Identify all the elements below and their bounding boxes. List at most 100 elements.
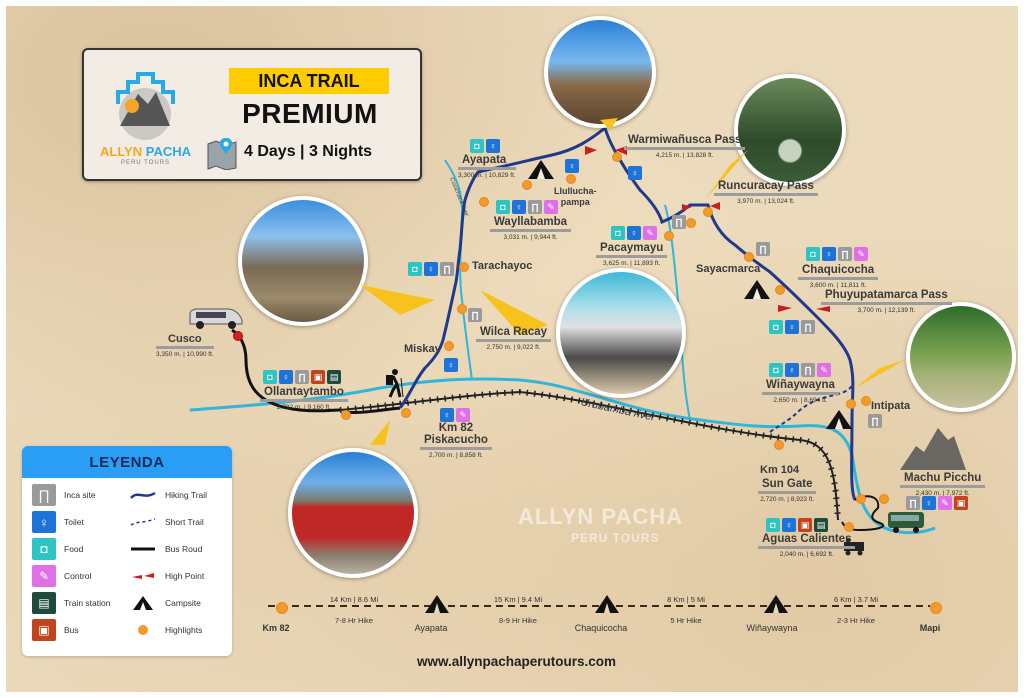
highlight-dot-ayapata <box>522 180 532 190</box>
toilet-icon: ♀ <box>486 139 500 153</box>
segment-4-distance: 6 Km | 3.7 Mi <box>833 595 879 604</box>
highlights-icon <box>129 619 157 641</box>
itinerary-stop-ayapata: Ayapata <box>414 623 448 633</box>
train-station-icon: ▤ <box>32 592 56 614</box>
food-icon: ◘ <box>806 247 820 261</box>
place-winaywayna: Wiñaywayna 2,650 m. | 8,694 ft. <box>762 379 839 404</box>
food-icon: ◘ <box>32 538 56 560</box>
legend-item-bus: ▣Bus <box>32 619 129 641</box>
facilities-ayapata: ◘ ♀ <box>470 139 500 153</box>
itinerary-stop-mapi: Mapi <box>919 623 941 633</box>
control-icon: ✎ <box>544 200 558 214</box>
inca-site-icon: ∏ <box>295 370 309 384</box>
inca-site-icon: ∏ <box>868 414 882 428</box>
highlight-dot-runcuracay-pass <box>703 207 713 217</box>
facilities-km82: ♀ ✎ <box>440 408 470 422</box>
train-station-icon: ▤ <box>814 518 828 532</box>
place-chaquicocha: Chaquicocha 3,600 m. | 11,811 ft. <box>798 264 879 289</box>
toilet-icon: ♀ <box>444 358 458 372</box>
legend: LEYENDA ∏Inca site Hiking Trail ♀Toilet … <box>22 446 232 656</box>
segment-1-time: 7-8 Hr Hike <box>335 616 373 625</box>
campsite-icon <box>129 592 157 614</box>
toilet-icon: ♀ <box>424 262 438 276</box>
highlight-dot-sayacmarca <box>744 252 754 262</box>
highlight-dot-km104 <box>774 440 784 450</box>
control-icon: ✎ <box>938 496 952 510</box>
itinerary-campsite-winaywayna-icon <box>764 595 788 613</box>
short-trail-icon <box>129 511 157 533</box>
food-icon: ◘ <box>769 363 783 377</box>
place-cusco: Cusco 3,350 m. | 10,990 ft. <box>156 333 214 358</box>
toilet-icon: ♀ <box>822 247 836 261</box>
highlight-dot-runcuracay-ruins <box>686 218 696 228</box>
website-url: www.allynpachaperutours.com <box>417 654 617 669</box>
food-icon: ◘ <box>611 226 625 240</box>
bus-icon: ▣ <box>32 619 56 641</box>
duration-text: 4 Days | 3 Nights <box>244 143 373 160</box>
itinerary-start-dot <box>276 602 288 614</box>
campsite-icon-winaywayna <box>826 410 852 429</box>
food-icon: ◘ <box>263 370 277 384</box>
place-miskay: Miskay <box>404 343 441 355</box>
place-wayllabamba: Wayllabamba 3,031 m. | 9,944 ft. <box>490 216 572 241</box>
control-icon: ✎ <box>854 247 868 261</box>
toilet-icon: ♀ <box>627 226 641 240</box>
facilities-machu-picchu: ∏ ♀ ✎ ▣ <box>906 496 968 510</box>
food-icon: ◘ <box>769 320 783 334</box>
highlight-dot-aguas-calientes <box>844 522 854 532</box>
itinerary-campsite-ayapata-icon <box>425 595 449 613</box>
bus-icon: ▣ <box>954 496 968 510</box>
photo-warmiwanusca-pass <box>544 16 656 128</box>
inca-site-icon: ∏ <box>672 215 686 229</box>
facilities-llulluchapampa: ♀ <box>565 159 579 173</box>
toilet-icon: ♀ <box>440 408 454 422</box>
facilities-aguas-calientes: ◘ ♀ ▣ ▤ <box>766 518 828 532</box>
toilet-icon: ♀ <box>785 363 799 377</box>
place-intipata: Intipata <box>871 400 911 412</box>
highlight-dot-sun-gate <box>856 494 866 504</box>
segment-1-distance: 14 Km | 8.6 Mi <box>329 595 379 604</box>
toilet-icon: ♀ <box>785 320 799 334</box>
segment-2-time: 8-9 Hr Hike <box>499 616 537 625</box>
legend-item-hiking-trail: Hiking Trail <box>129 484 226 506</box>
highlight-dot-winaywayna <box>846 399 856 409</box>
food-icon: ◘ <box>408 262 422 276</box>
brand-name-part-1: ALLYN <box>99 144 143 159</box>
photo-dining-tent <box>556 268 686 398</box>
toilet-icon: ♀ <box>565 159 579 173</box>
facilities-sayacmarca: ∏ <box>756 242 770 256</box>
facilities-wayllabamba: ◘ ♀ ∏ ✎ <box>496 200 558 214</box>
highlight-dot-miskay <box>444 341 454 351</box>
facilities-phuyupatamarca: ◘ ♀ ∏ <box>769 320 815 334</box>
legend-item-highlights: Highlights <box>129 619 226 641</box>
highlight-dot-wayllabamba <box>479 197 489 207</box>
control-icon: ✎ <box>456 408 470 422</box>
inca-site-icon: ∏ <box>906 496 920 510</box>
control-icon: ✎ <box>643 226 657 240</box>
itinerary-stop-winaywayna: Wiñaywayna <box>746 623 798 633</box>
legend-item-high-point: High Point <box>129 565 226 587</box>
facilities-tarachayoc: ◘ ♀ ∏ <box>408 262 454 276</box>
highlight-dot-cusco <box>233 331 243 341</box>
highlight-dot-chaquicocha <box>775 285 785 295</box>
bus-road-icon <box>129 538 157 560</box>
itinerary-stop-km82: Km 82 <box>262 623 290 633</box>
control-icon: ✎ <box>32 565 56 587</box>
page-title: PREMIUM <box>242 98 378 129</box>
toilet-icon: ♀ <box>782 518 796 532</box>
toilet-icon: ♀ <box>32 511 56 533</box>
van-icon <box>189 308 243 329</box>
highlight-dot-wilca-racay <box>457 304 467 314</box>
trail-tag: INCA TRAIL <box>229 68 389 94</box>
high-point-icon <box>129 565 157 587</box>
food-icon: ◘ <box>766 518 780 532</box>
facilities-wilca-racay: ∏ <box>468 308 482 322</box>
facilities-runcuracay-ruins: ∏ <box>672 215 686 229</box>
place-machu-picchu: Machu Picchu 2,430 m. | 7,972 ft. <box>900 472 986 497</box>
facilities-warmiwanusca: ♀ <box>628 166 642 180</box>
legend-item-campsite: Campsite <box>129 592 226 614</box>
itinerary-stop-chaquicocha: Chaquicocha <box>574 623 628 633</box>
campsite-icon-chaquicocha <box>744 280 770 299</box>
inca-site-icon: ∏ <box>32 484 56 506</box>
segment-4-time: 2-3 Hr Hike <box>837 616 875 625</box>
